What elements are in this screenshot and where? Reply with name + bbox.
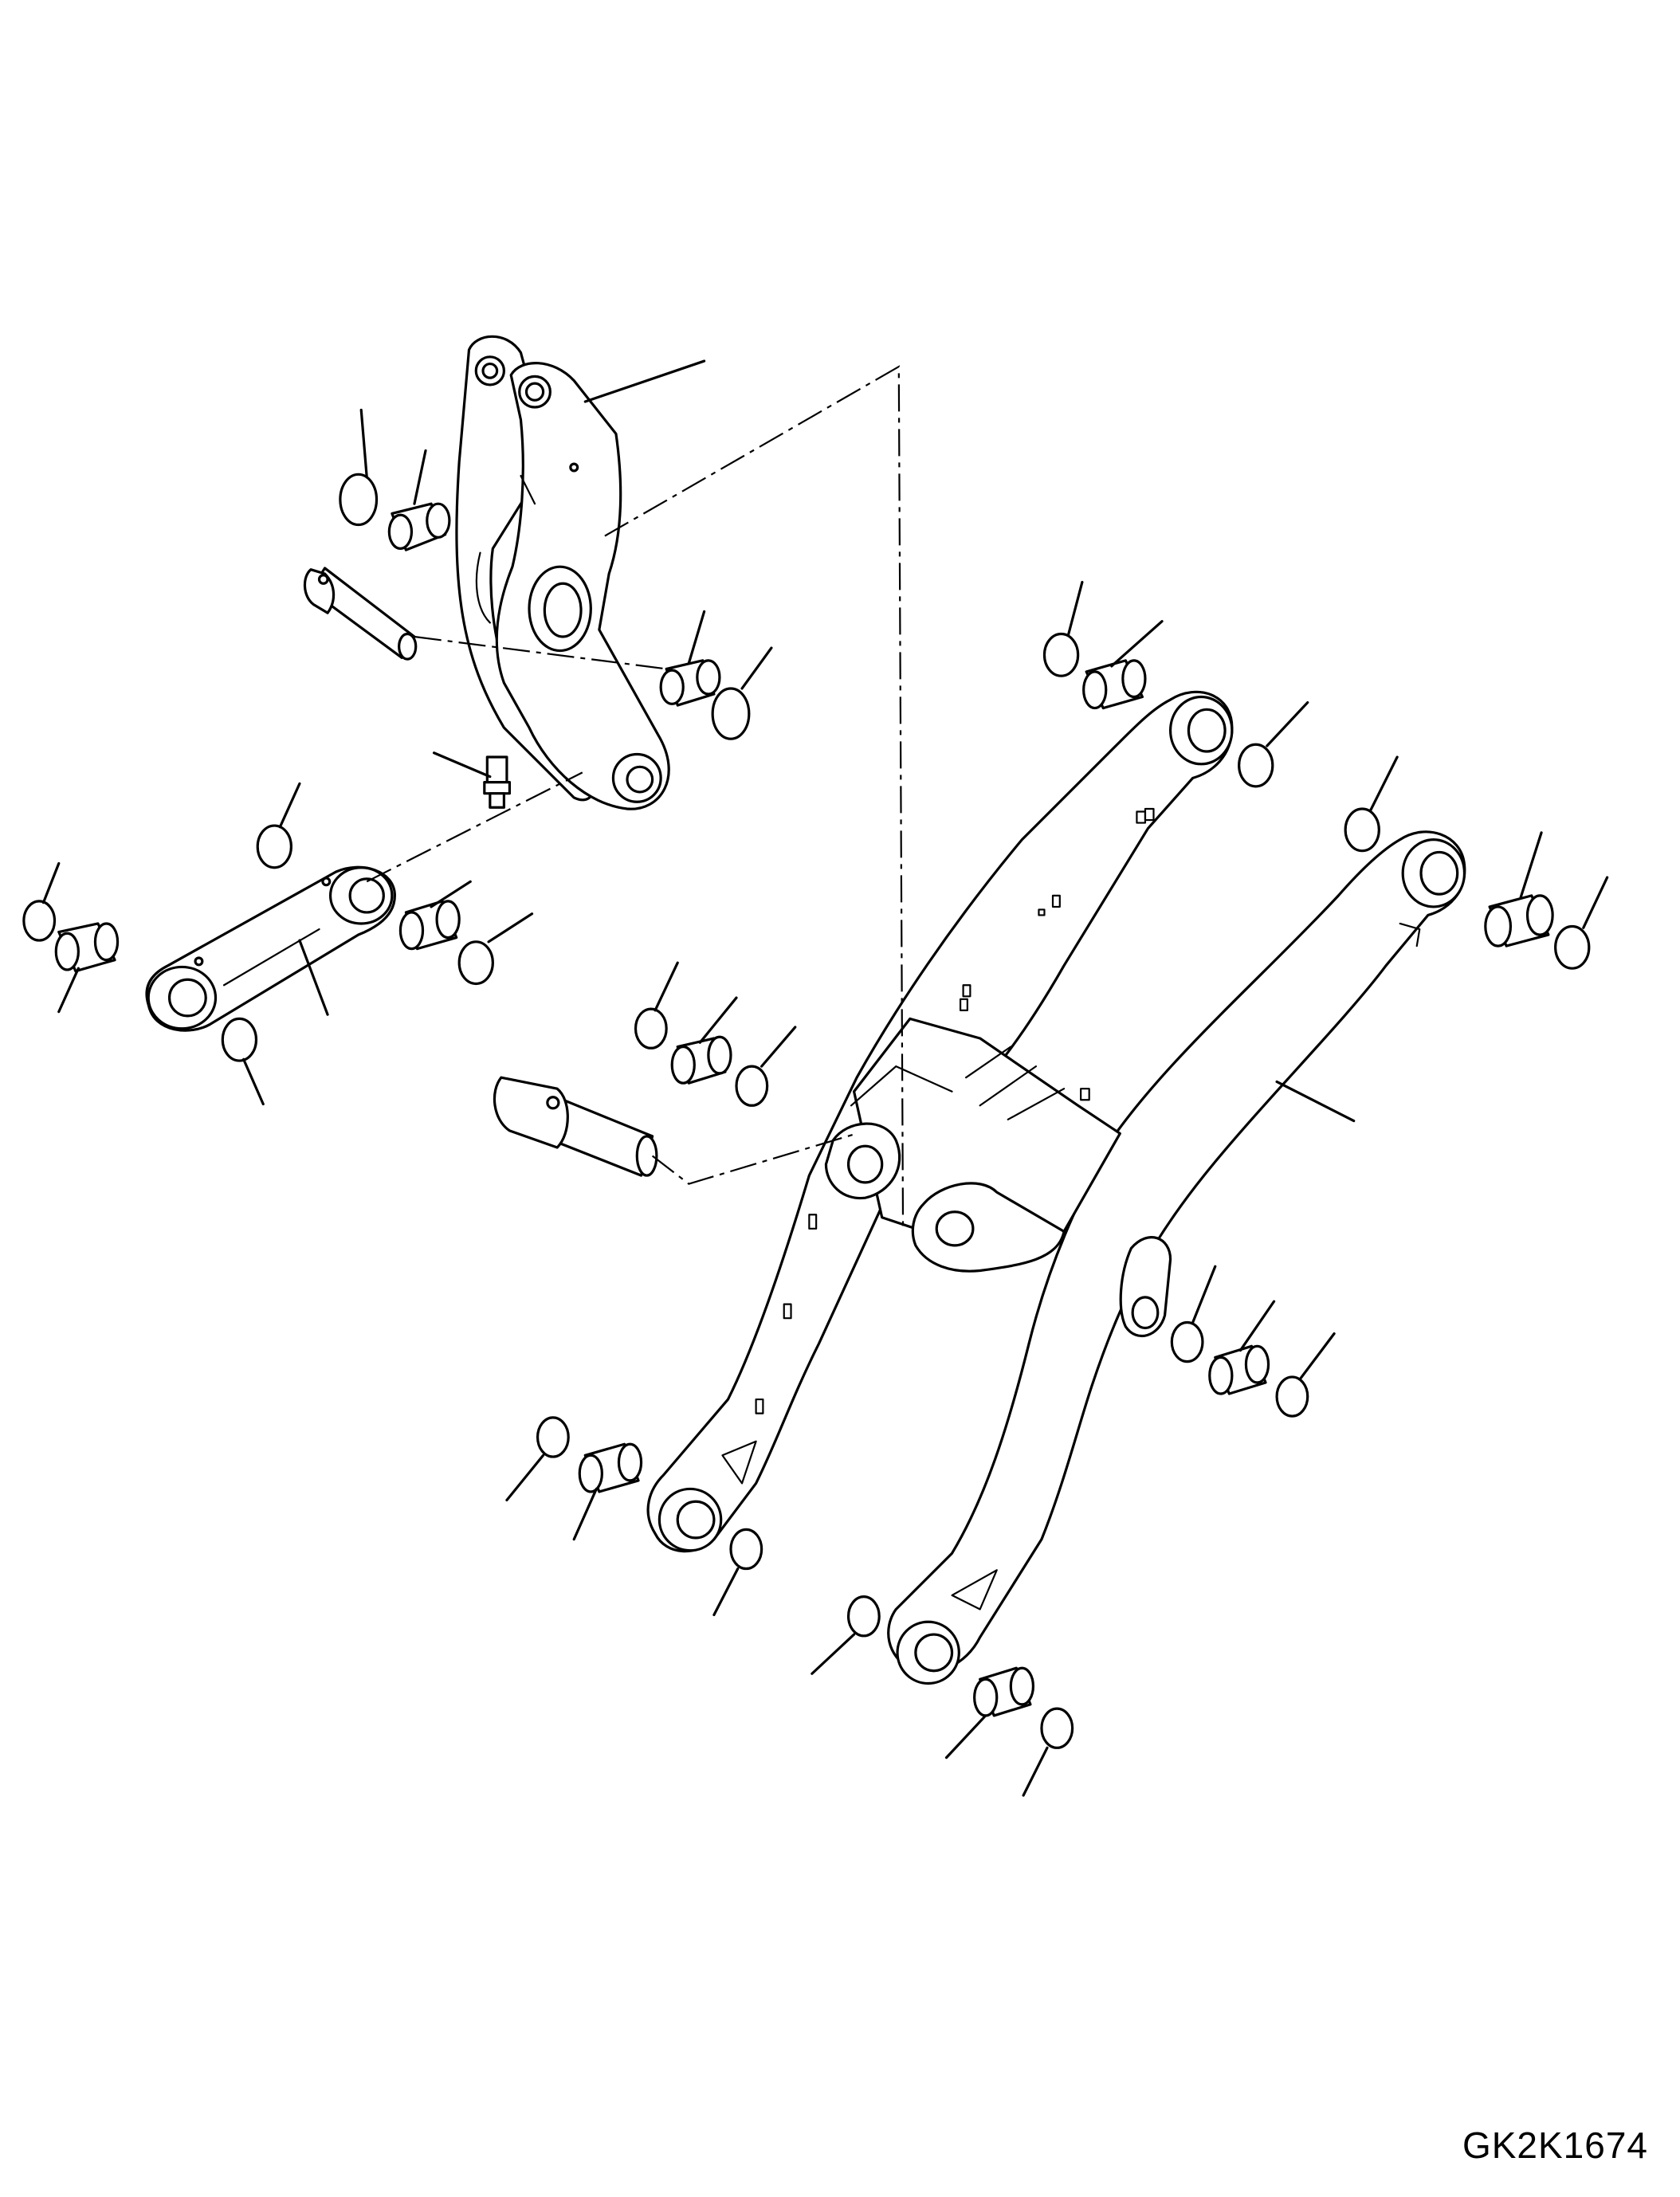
leader-lift-arm	[1277, 1081, 1354, 1120]
leader-seal-bracket-right	[1301, 1334, 1334, 1379]
leader-bell-crank	[585, 361, 704, 402]
seal-ring-link-bottom	[222, 1018, 256, 1061]
center-pin	[494, 1077, 656, 1175]
leader-seal-arm-top-right	[1371, 757, 1397, 810]
seal-ring-bracket-right	[1277, 1377, 1308, 1416]
link-bushing-right	[400, 901, 459, 949]
seal-ring-link-top	[257, 826, 291, 868]
leader-seal-center-left	[655, 963, 677, 1010]
leader-seal-bell-crank-left	[361, 410, 367, 477]
assembly-line-bell-crank-pin	[414, 637, 666, 669]
leader-seal-link-top	[280, 783, 300, 826]
center-bushing	[672, 1037, 731, 1083]
leader-seal-bell-crank-right	[742, 648, 771, 689]
arm-bushing-bottom-left	[579, 1444, 641, 1492]
leader-bushing-link-right	[431, 881, 470, 907]
leader-seal-arm-top-mid	[1267, 703, 1308, 746]
seal-ring-center-right	[736, 1066, 767, 1105]
leader-seal-link-right	[489, 914, 532, 942]
arm-bushing-top-right	[1486, 896, 1552, 946]
seal-ring-arm-top-far-right	[1556, 927, 1589, 969]
seal-ring-center-left	[636, 1009, 667, 1048]
leader-bushing-arm-bottom-left	[574, 1489, 596, 1539]
leader-seal-arm-bottom-left	[714, 1569, 738, 1615]
leader-center-bushing	[700, 998, 736, 1042]
seal-ring-bell-crank-left	[340, 474, 377, 524]
leader-seal-arm-bottom-left-top	[507, 1455, 544, 1500]
seal-ring-arm-bottom-left	[731, 1529, 762, 1568]
leader-seal-link-bottom	[244, 1059, 264, 1104]
seal-ring-arm-bottom-right-top	[849, 1597, 880, 1636]
bracket-bushing	[1210, 1346, 1269, 1394]
bell-crank	[457, 336, 669, 809]
leader-bushing-bell-crank-right	[689, 611, 704, 663]
leader-link-arm	[300, 940, 328, 1014]
leader-seal-center-right	[762, 1027, 795, 1066]
seal-ring-arm-bottom-left-top	[538, 1418, 569, 1457]
link-bushing-left	[56, 924, 117, 971]
leader-seal-arm-bottom-right	[1023, 1748, 1047, 1795]
leader-seal-arm-top-left	[1068, 583, 1082, 636]
seal-ring-bell-crank-right	[712, 689, 749, 739]
bell-crank-bushing-left	[389, 504, 449, 550]
leader-seal-arm-bottom-right-top	[812, 1634, 854, 1673]
seal-ring-bracket-left	[1172, 1322, 1203, 1361]
leader-seal-link-left	[43, 863, 58, 902]
assembly-line-center-pin	[653, 1133, 857, 1183]
lift-arm-assembly	[648, 692, 1465, 1683]
assembly-line-link-to-bell-crank	[367, 772, 583, 881]
leader-seal-arm-top-far-right	[1584, 877, 1607, 928]
leader-bushing-bell-crank-left	[414, 450, 426, 504]
grease-fitting	[434, 753, 510, 807]
arm-bushing-bottom-right	[975, 1668, 1034, 1716]
seal-ring-arm-top-left	[1044, 634, 1077, 676]
leader-bracket-bushing	[1240, 1301, 1274, 1350]
link-arm	[147, 867, 394, 1030]
bell-crank-bushing-right	[661, 661, 720, 705]
assembly-line-bell-crank-to-arm	[605, 367, 903, 1229]
drawing-code: GK2K1674	[1462, 2124, 1648, 2166]
seal-ring-link-right	[459, 942, 493, 984]
arm-bushing-top-left	[1084, 661, 1145, 708]
leader-seal-bracket-left	[1193, 1266, 1215, 1322]
bell-crank-pin	[304, 568, 415, 659]
leader-bushing-arm-top-right	[1521, 833, 1541, 899]
seal-ring-arm-top-mid	[1239, 744, 1273, 787]
leader-bushing-arm-top-left	[1112, 622, 1162, 666]
seal-ring-arm-bottom-right	[1042, 1709, 1073, 1748]
seal-ring-link-left	[24, 901, 55, 940]
seal-ring-arm-top-right	[1345, 809, 1379, 851]
leader-bushing-arm-bottom-right	[947, 1716, 986, 1758]
leader-bushing-link-left	[59, 968, 79, 1011]
